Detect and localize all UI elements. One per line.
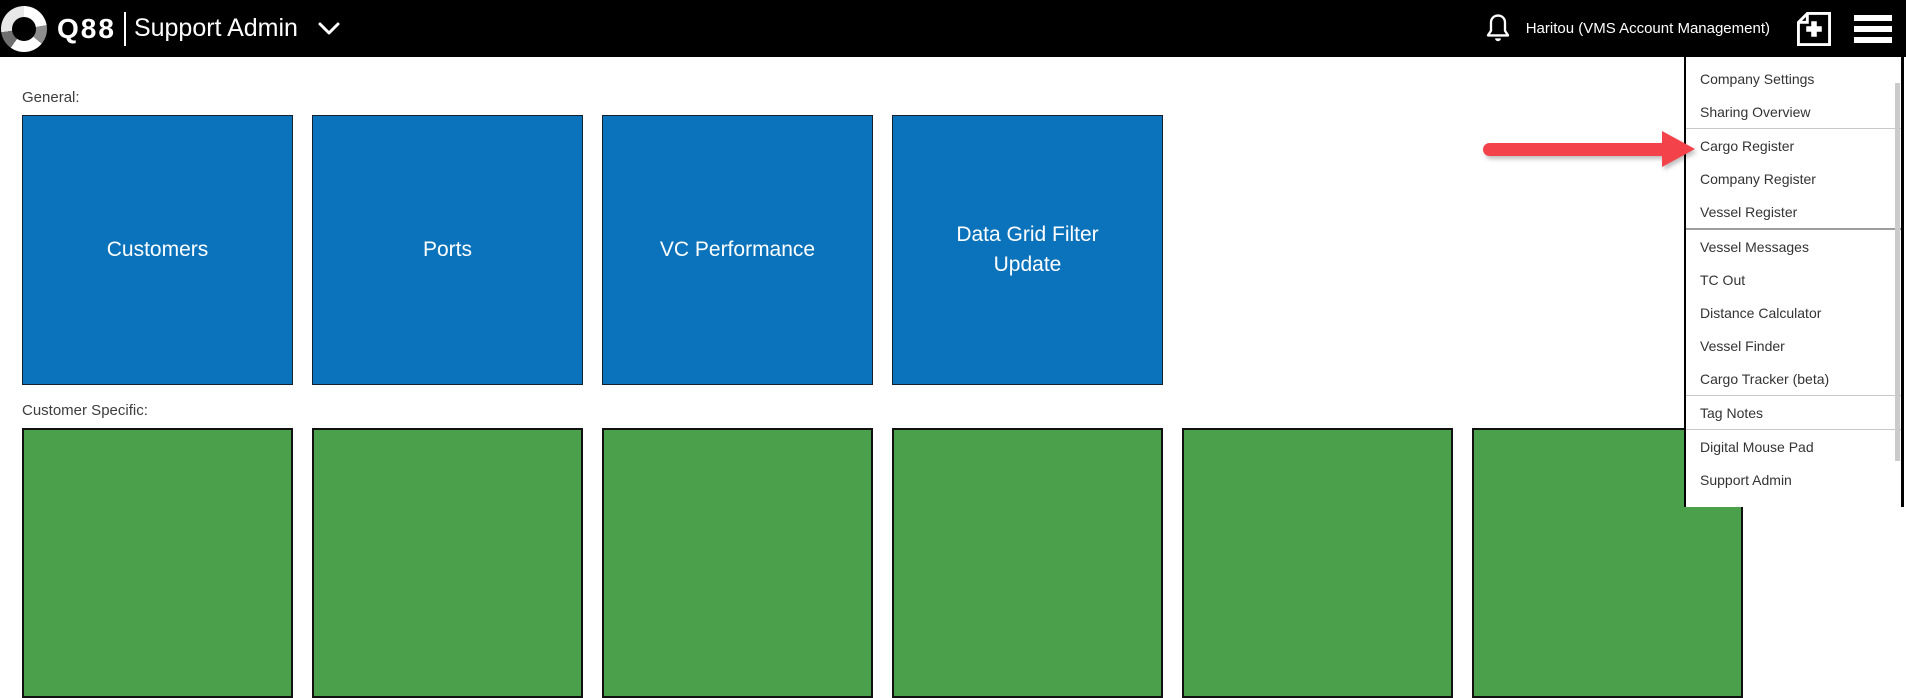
menu-divider: [1686, 395, 1901, 396]
app-title: Support Admin: [133, 14, 298, 42]
menu-item-company-register[interactable]: Company Register: [1700, 170, 1816, 187]
customer-tile[interactable]: [602, 428, 873, 698]
menu-divider: [1686, 429, 1901, 430]
header-right-group: Haritou (VMS Account Management): [1484, 9, 1892, 49]
menu-item-tc-out[interactable]: TC Out: [1700, 271, 1746, 288]
tile-vc-performance[interactable]: VC Performance: [602, 115, 873, 385]
menu-item-tag-notes[interactable]: Tag Notes: [1700, 404, 1764, 421]
chevron-down-icon[interactable]: [318, 22, 340, 35]
hamburger-menu-icon[interactable]: [1854, 14, 1892, 43]
tile-customers[interactable]: Customers: [22, 115, 293, 385]
menu-divider: [1686, 228, 1901, 230]
menu-item-cargo-tracker-beta[interactable]: Cargo Tracker (beta): [1700, 370, 1830, 387]
top-bar: Q88 Support Admin Haritou (VMS Account M…: [0, 0, 1906, 57]
q88-logo-icon[interactable]: [1, 5, 47, 52]
customer-tile[interactable]: [892, 428, 1163, 698]
menu-item-distance-calculator[interactable]: Distance Calculator: [1700, 304, 1822, 321]
menu-divider: [1686, 128, 1901, 129]
user-label[interactable]: Haritou (VMS Account Management): [1525, 20, 1770, 37]
customer-tile[interactable]: [1182, 428, 1453, 698]
tile-data-grid-filter-update[interactable]: Data Grid Filter Update: [892, 115, 1163, 385]
customer-specific-tile-row: [22, 428, 1906, 698]
customer-specific-section-label: Customer Specific:: [22, 402, 148, 419]
title-separator: [123, 11, 126, 46]
general-section-label: General:: [22, 89, 80, 106]
logo-text[interactable]: Q88: [57, 12, 116, 44]
bell-icon[interactable]: [1484, 13, 1512, 45]
menu-scrollbar[interactable]: [1895, 83, 1900, 461]
customer-tile[interactable]: [22, 428, 293, 698]
customer-tile[interactable]: [312, 428, 583, 698]
menu-item-vessel-messages[interactable]: Vessel Messages: [1700, 238, 1809, 255]
menu-item-digital-mouse-pad[interactable]: Digital Mouse Pad: [1700, 438, 1814, 455]
general-tile-row: Customers Ports VC Performance Data Grid…: [22, 115, 1906, 385]
menu-item-sharing-overview[interactable]: Sharing Overview: [1700, 103, 1811, 120]
dropdown-menu: Company Settings Sharing Overview Cargo …: [1684, 57, 1904, 507]
menu-item-vessel-register[interactable]: Vessel Register: [1700, 203, 1798, 220]
menu-item-vessel-finder[interactable]: Vessel Finder: [1700, 337, 1785, 354]
menu-item-company-settings[interactable]: Company Settings: [1700, 70, 1815, 87]
menu-item-cargo-register[interactable]: Cargo Register: [1700, 137, 1795, 154]
main-content: General: Customers Ports VC Performance …: [0, 57, 1906, 698]
new-document-plus-icon[interactable]: [1794, 9, 1834, 49]
q88-logo-hole: [12, 16, 36, 41]
tile-ports[interactable]: Ports: [312, 115, 583, 385]
menu-item-support-admin[interactable]: Support Admin: [1700, 471, 1792, 488]
logo-group: Q88 Support Admin: [0, 0, 340, 57]
